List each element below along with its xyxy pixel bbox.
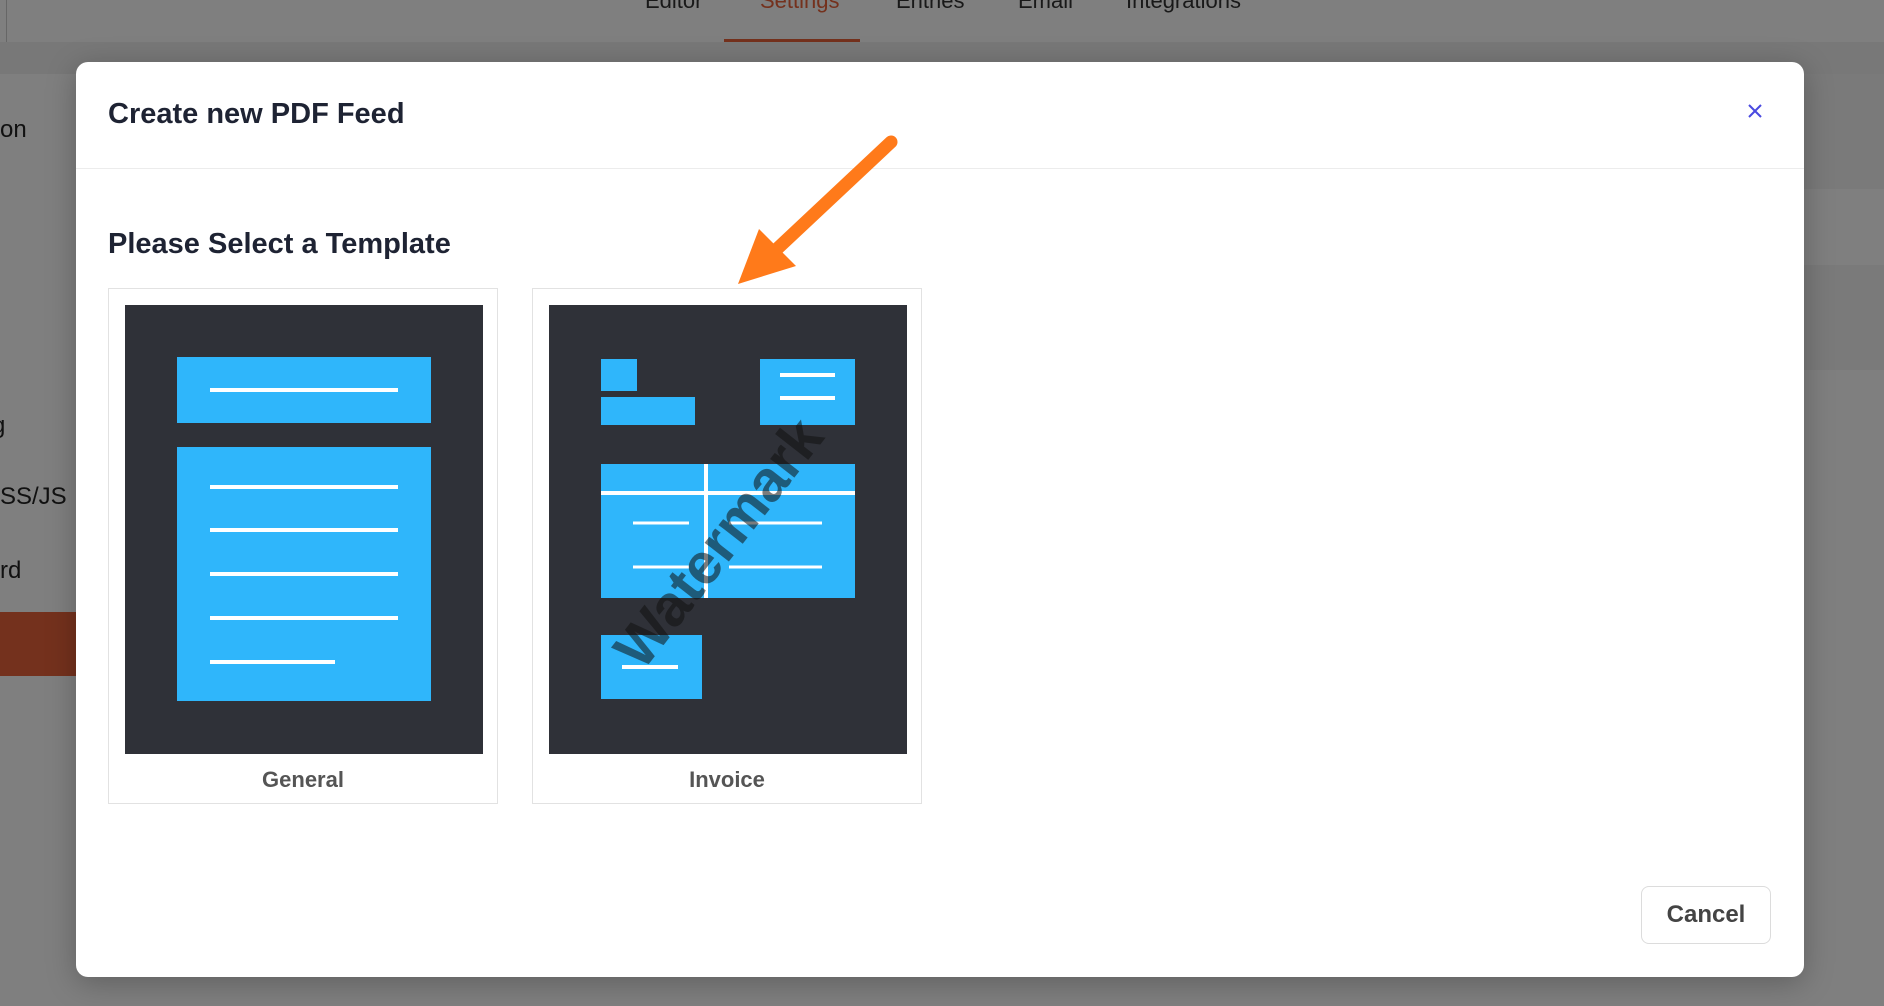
cancel-button[interactable]: Cancel: [1641, 886, 1771, 944]
modal-header: Create new PDF Feed: [76, 62, 1804, 169]
template-card-general[interactable]: General: [108, 288, 498, 804]
close-button[interactable]: [1738, 94, 1772, 128]
template-label-invoice: Invoice: [689, 767, 765, 792]
general-template-illustration: [177, 357, 431, 701]
general-template-thumbnail: [125, 305, 483, 754]
section-title: Please Select a Template: [108, 228, 451, 260]
modal-title: Create new PDF Feed: [108, 98, 405, 130]
create-pdf-feed-modal: Create new PDF Feed Please Select a Temp…: [76, 62, 1804, 977]
close-icon: [1748, 104, 1762, 118]
invoice-template-thumbnail: Watermark: [549, 305, 907, 754]
invoice-template-illustration: Watermark: [601, 359, 855, 699]
template-label-general: General: [262, 767, 344, 792]
template-card-invoice[interactable]: Watermark Invoice: [532, 288, 922, 804]
